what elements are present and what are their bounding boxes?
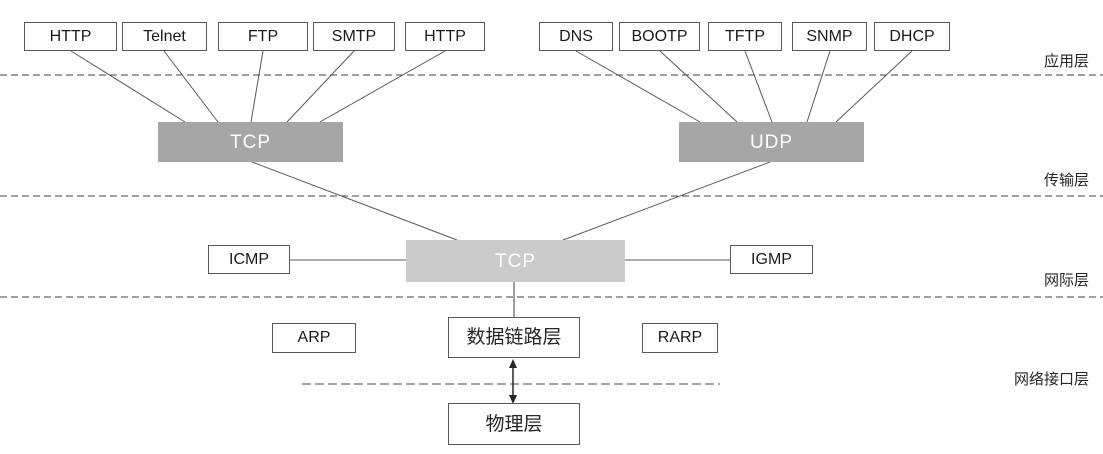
protocol-label: TFTP <box>725 27 765 45</box>
bootp-udp-connector <box>659 50 738 123</box>
telnet-tcp-connector <box>163 50 219 123</box>
protocol-label: HTTP <box>424 27 466 45</box>
icmp-box: ICMP <box>208 245 290 274</box>
protocol-label: DHCP <box>889 27 935 45</box>
arp-box: ARP <box>272 323 356 353</box>
tcp-label: TCP <box>230 131 271 153</box>
dns-udp-connector <box>575 50 701 123</box>
physical-label: 物理层 <box>485 413 543 435</box>
arp-label: ARP <box>297 329 331 346</box>
protocol-box-http-1: HTTP <box>24 22 117 51</box>
protocol-label: SNMP <box>806 27 853 45</box>
rarp-box: RARP <box>642 323 718 353</box>
protocol-label: HTTP <box>49 27 92 45</box>
protocol-label: DNS <box>559 27 593 45</box>
arrow-head-down <box>509 395 517 404</box>
physical-box: 物理层 <box>448 403 580 445</box>
protocol-label: Telnet <box>143 27 186 45</box>
protocol-label: FTP <box>247 27 279 45</box>
udp-label: UDP <box>749 131 794 153</box>
protocol-box-ftp: FTP <box>218 22 308 51</box>
protocol-box-telnet: Telnet <box>122 22 207 51</box>
datalink-box: 数据链路层 <box>448 317 580 358</box>
tcp-box: TCP <box>158 122 343 162</box>
http1-tcp-connector <box>70 50 186 123</box>
dhcp-udp-connector <box>835 50 913 123</box>
ip-box: TCP <box>406 240 625 282</box>
layer-label-transport: 传输层 <box>1043 172 1089 189</box>
layer-label-internet: 网际层 <box>1043 272 1089 289</box>
tcp-ip-connector <box>251 161 458 241</box>
http2-tcp-connector <box>319 50 446 123</box>
rarp-label: RARP <box>657 329 703 346</box>
protocol-box-smtp: SMTP <box>313 22 395 51</box>
udp-box: UDP <box>679 122 864 162</box>
protocol-box-bootp: BOOTP <box>619 22 700 51</box>
datalink-label: 数据链路层 <box>466 327 562 348</box>
layer-label-application: 应用层 <box>1043 53 1089 70</box>
protocol-label: BOOTP <box>631 27 688 45</box>
protocol-box-snmp: SNMP <box>792 22 867 51</box>
snmp-udp-connector <box>806 50 831 123</box>
igmp-label: IGMP <box>751 250 792 268</box>
layer-label-network-interface: 网络接口层 <box>1013 371 1089 388</box>
tftp-udp-connector <box>744 50 773 123</box>
protocol-box-dns: DNS <box>539 22 613 51</box>
protocol-box-http-2: HTTP <box>405 22 485 51</box>
smtp-tcp-connector <box>286 50 355 123</box>
igmp-box: IGMP <box>730 245 813 274</box>
icmp-label: ICMP <box>229 250 269 268</box>
udp-ip-connector <box>562 161 771 241</box>
protocol-box-tftp: TFTP <box>708 22 782 51</box>
protocol-box-dhcp: DHCP <box>874 22 950 51</box>
ip-label: TCP <box>495 250 536 272</box>
protocol-label: SMTP <box>331 27 377 45</box>
ftp-tcp-connector <box>250 50 264 123</box>
arrow-head-up <box>509 359 517 368</box>
